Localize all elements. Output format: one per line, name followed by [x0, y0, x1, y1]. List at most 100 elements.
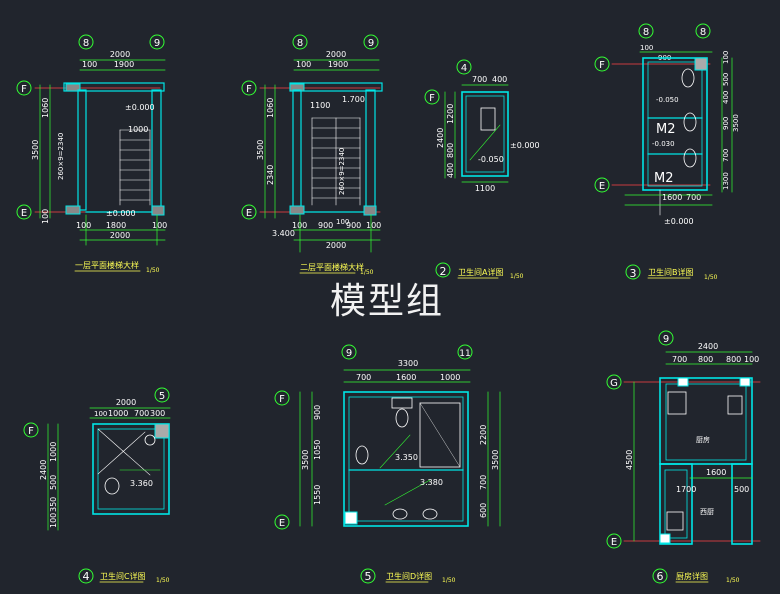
- dim-text: 1300: [722, 172, 730, 190]
- dim-text: 4500: [625, 450, 634, 470]
- grid-circle-8: [78, 34, 94, 50]
- panel-title: 一层平面楼梯大样: [75, 260, 139, 270]
- level-text: 1100: [310, 101, 330, 110]
- dim-text: 3300: [398, 359, 418, 368]
- grid-circle-F: [274, 390, 290, 406]
- dim-text: 1900: [328, 60, 348, 69]
- panel-title: 卫生间A详图: [458, 267, 503, 277]
- grid-circle-9: [341, 344, 357, 360]
- level-text: -0.050: [478, 155, 504, 164]
- level-text: 3.350: [395, 453, 418, 462]
- dim-text: 1600: [706, 468, 726, 477]
- dim-text: 100: [722, 51, 730, 64]
- grid-label: E: [279, 518, 285, 529]
- dim-text: 700: [134, 409, 149, 418]
- grid-label: F: [429, 93, 435, 104]
- dim-text: 2000: [110, 231, 130, 240]
- grid-circle-F: [594, 56, 610, 72]
- room-label: 厨房: [696, 435, 710, 444]
- panel-scale: 1/50: [146, 267, 160, 274]
- room-label: 西厨: [700, 508, 714, 516]
- dim-text: 100: [49, 513, 58, 528]
- dim-text: 1050: [313, 440, 322, 460]
- grid-circle-G: [606, 374, 622, 390]
- dim-text: 900: [346, 221, 361, 230]
- door-label: M2: [654, 171, 674, 186]
- grid-label: 8: [700, 27, 706, 38]
- grid-circle-5: [154, 387, 170, 403]
- dim-text: 100: [336, 218, 349, 226]
- panel-bathroom-a: 4 F 700 400 ±0.000 -0.050 2400 1200 800 …: [424, 59, 540, 280]
- grid-circle-F: [424, 89, 440, 105]
- grid-label: F: [599, 60, 605, 71]
- panel-scale: 1/50: [704, 274, 718, 281]
- dim-text: 100: [296, 60, 311, 69]
- panel-stair-2f: 8 9 F E 2000 100 1900: [241, 34, 383, 276]
- level-text: ±0.000: [106, 209, 136, 218]
- panel-number: 5: [365, 570, 372, 583]
- panel-scale: 1/50: [510, 273, 524, 280]
- panel-scale: 1/50: [726, 577, 740, 584]
- panel-bathroom-c: 5 F 2000 100 1000 700 300 3.360 2400 100…: [23, 387, 171, 584]
- grid-circle-E: [16, 204, 32, 220]
- panel-title: 厨房详图: [676, 571, 708, 581]
- grid-label: 8: [83, 38, 89, 49]
- stair-text: 260×9=2340: [57, 133, 65, 180]
- dim-text: 400: [722, 91, 730, 104]
- grid-circle-8: [292, 34, 308, 50]
- dim-text: 1600: [396, 373, 416, 382]
- dim-text: 500: [49, 475, 58, 490]
- dim-text: 1100: [475, 184, 495, 193]
- dim-text: 2200: [479, 425, 488, 445]
- dim-text: 2400: [436, 128, 445, 148]
- grid-circle-E: [606, 533, 622, 549]
- dim-text: 800: [698, 355, 713, 364]
- grid-circle-F: [241, 80, 257, 96]
- dim-text: 1060: [266, 98, 275, 118]
- panel-number: 4: [83, 570, 90, 583]
- dim-text: 400: [446, 163, 455, 178]
- dim-text: 400: [492, 75, 507, 84]
- grid-label: 8: [643, 27, 649, 38]
- dim-text: 3500: [256, 140, 265, 160]
- dim-text: 1000: [49, 442, 58, 462]
- grid-label: 9: [663, 334, 669, 345]
- level-text: -0.030: [652, 140, 675, 148]
- grid-label: F: [279, 394, 285, 405]
- grid-label: 9: [368, 38, 374, 49]
- dim-text: 350: [49, 497, 58, 512]
- panel-stair-1f: 8 9 F E 2000 100 1900: [16, 34, 167, 274]
- grid-label: G: [610, 378, 618, 389]
- dim-text: 100: [744, 355, 759, 364]
- panel-title: 卫生间B详图: [648, 267, 694, 277]
- grid-label: F: [246, 84, 252, 95]
- dim-text: 800: [726, 355, 741, 364]
- dim-text: 1200: [446, 104, 455, 124]
- grid-circle-11: [457, 344, 473, 360]
- grid-label: 4: [461, 63, 467, 74]
- dim-text: 1000: [440, 373, 460, 382]
- dim-text: 1550: [313, 485, 322, 505]
- level-text: 3.380: [420, 478, 443, 487]
- panel-number: 2: [440, 265, 447, 278]
- panel-scale: 1/50: [156, 577, 170, 584]
- level-text: 1.700: [342, 95, 365, 104]
- dim-text: 500: [734, 485, 749, 494]
- panel-scale: 1/50: [442, 577, 456, 584]
- dim-text: 100: [94, 410, 107, 418]
- dim-text: 3500: [491, 450, 500, 470]
- level-text: ±0.000: [664, 217, 694, 226]
- grid-circle-E: [594, 177, 610, 193]
- dim-text: 700: [686, 193, 701, 202]
- grid-label: E: [21, 208, 27, 219]
- level-text: 3.360: [130, 479, 153, 488]
- grid-circle-9: [149, 34, 165, 50]
- dim-text: 300: [150, 409, 165, 418]
- grid-label: E: [246, 208, 252, 219]
- dim-text: 100: [82, 60, 97, 69]
- dim-text: 700: [672, 355, 687, 364]
- dim-text: 100: [366, 221, 381, 230]
- dim-text: 2000: [326, 241, 346, 250]
- panel-kitchen: 9 G E 2400 700 800 800 100 厨房 西厨 1600 17…: [606, 330, 761, 584]
